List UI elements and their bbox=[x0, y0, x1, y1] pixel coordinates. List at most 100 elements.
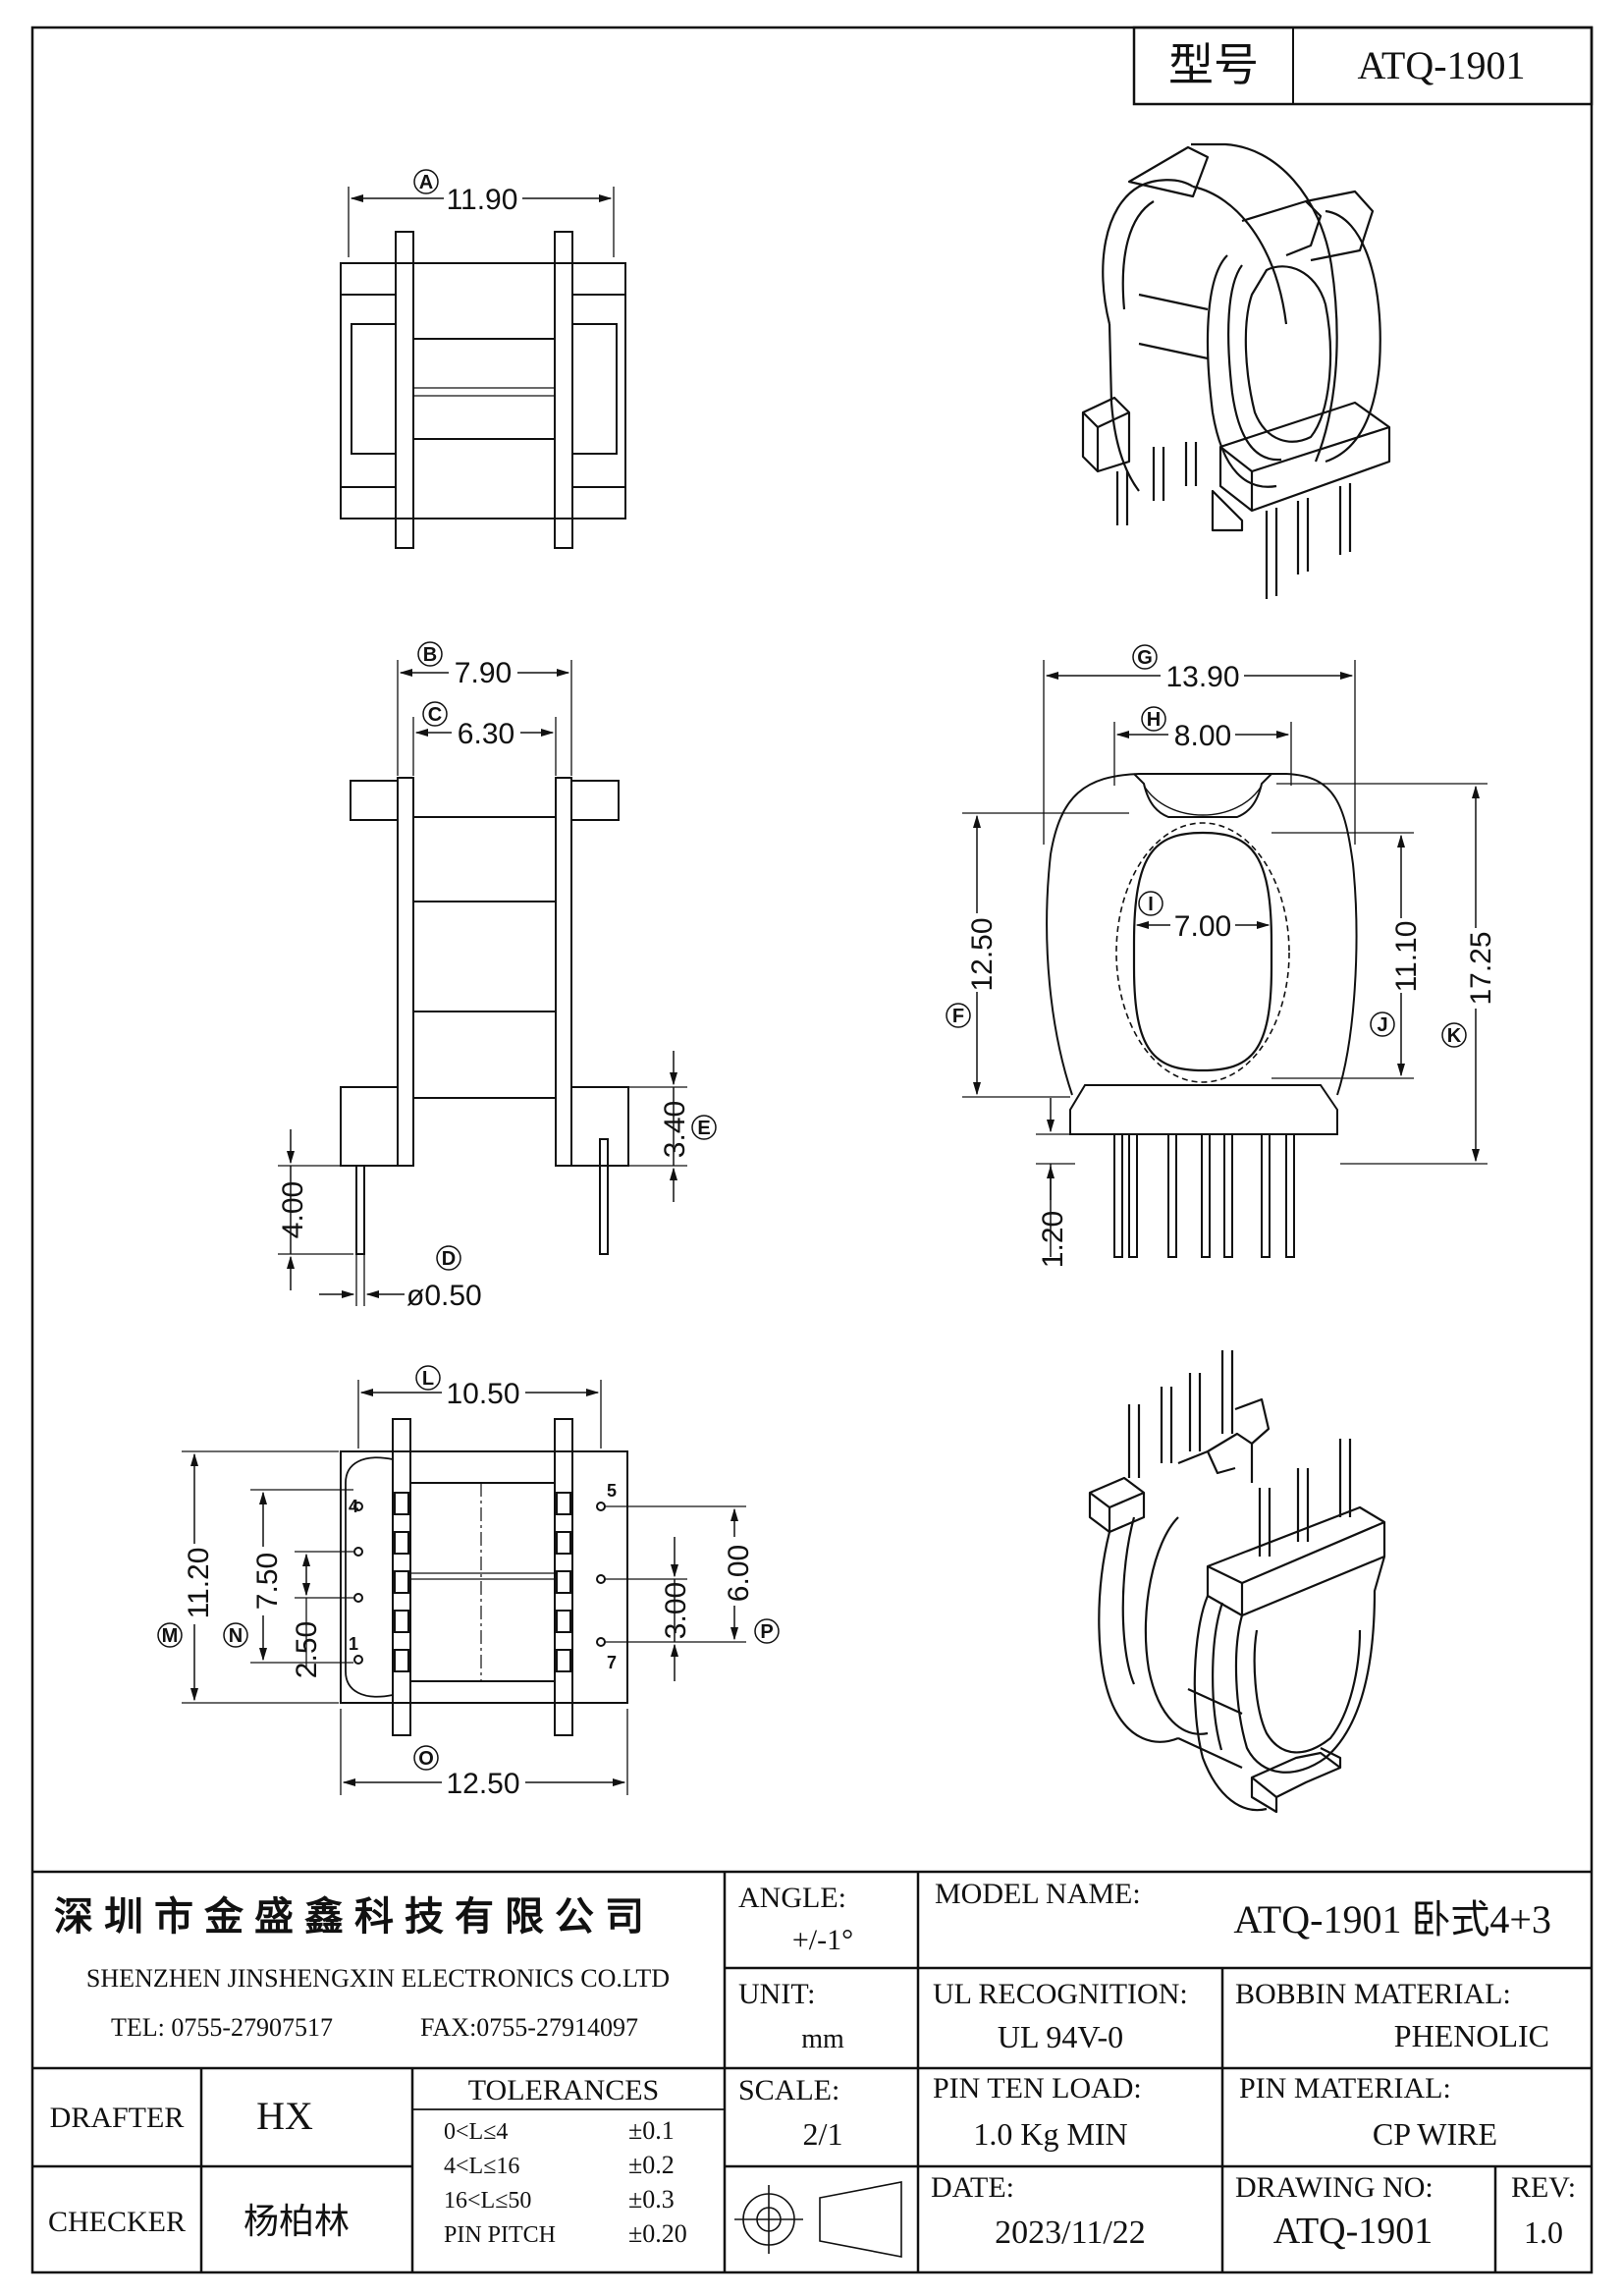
company-name-en: SHENZHEN JINSHENGXIN ELECTRONICS CO.LTD bbox=[86, 1964, 670, 1993]
bottom-view bbox=[340, 1418, 628, 1736]
pin-number-5: 5 bbox=[607, 1481, 617, 1501]
tolerance-value-3: ±0.20 bbox=[628, 2219, 687, 2248]
dim-letter-N: N bbox=[229, 1625, 243, 1647]
dim-value-E: 3.40 bbox=[659, 1101, 691, 1158]
front-view bbox=[340, 777, 629, 1255]
dim-value-L: 10.50 bbox=[446, 1378, 519, 1410]
dim-letter-H: H bbox=[1147, 709, 1161, 731]
tolerance-value-2: ±0.3 bbox=[628, 2185, 675, 2214]
company-tel: TEL: 0755-27907517 bbox=[111, 2013, 333, 2042]
dim-letter-O: O bbox=[418, 1748, 434, 1770]
header-model-value: ATQ-1901 bbox=[1357, 43, 1525, 87]
dim-value-G: 13.90 bbox=[1165, 661, 1239, 693]
dimension-G: G 13.90 bbox=[1043, 644, 1356, 845]
dim-value-C: 6.30 bbox=[458, 718, 514, 750]
dimension-J: 11.10 J bbox=[1271, 832, 1423, 1079]
dim-letter-A: A bbox=[419, 172, 433, 193]
dim-letter-I: I bbox=[1148, 894, 1154, 915]
dim-letter-D: D bbox=[442, 1248, 456, 1270]
model-name-value: ATQ-1901 卧式4+3 bbox=[1233, 1897, 1551, 1941]
title-block bbox=[32, 1870, 1592, 2272]
dimension-D: D ø0.50 bbox=[319, 1245, 482, 1312]
dim-value-standoff: 1.20 bbox=[1037, 1211, 1069, 1268]
date-label: DATE: bbox=[931, 2171, 1014, 2204]
model-name-label: MODEL NAME: bbox=[935, 1878, 1141, 1910]
drafter-value: HX bbox=[256, 2094, 313, 2138]
bobbin-material-label: BOBBIN MATERIAL: bbox=[1235, 1978, 1511, 2010]
dimension-pin-length: 4.00 bbox=[277, 1129, 353, 1290]
dim-value-B: 7.90 bbox=[455, 657, 512, 689]
dim-letter-M: M bbox=[162, 1625, 179, 1647]
bobbin-material-value: PHENOLIC bbox=[1394, 2018, 1549, 2053]
dimension-E: 3.40 E bbox=[608, 1051, 717, 1202]
dim-value-D: ø0.50 bbox=[406, 1280, 482, 1312]
isometric-view-bottom bbox=[1088, 1350, 1386, 1814]
dim-value-O: 12.50 bbox=[446, 1768, 519, 1800]
dimension-F: 12.50 F bbox=[946, 812, 1129, 1098]
drafter-label: DRAFTER bbox=[50, 2102, 185, 2134]
pin-number-4: 4 bbox=[349, 1497, 358, 1516]
tolerance-range-0: 0<L≤4 bbox=[444, 2119, 508, 2145]
dimension-O: O 12.50 bbox=[340, 1709, 628, 1800]
dim-letter-F: F bbox=[952, 1006, 964, 1027]
dimension-A: A 11.90 bbox=[348, 169, 615, 257]
dimension-N: 7.50 N bbox=[223, 1489, 353, 1664]
header-model-box: 型号 ATQ-1901 bbox=[1132, 26, 1594, 106]
rev-value: 1.0 bbox=[1524, 2214, 1563, 2250]
dim-value-A: 11.90 bbox=[447, 184, 518, 216]
tolerance-range-3: PIN PITCH bbox=[444, 2222, 556, 2248]
dimension-B: B 7.90 bbox=[397, 641, 572, 776]
side-view bbox=[1046, 773, 1358, 1258]
angle-label: ANGLE: bbox=[738, 1882, 846, 1914]
angle-value: +/-1° bbox=[792, 1924, 853, 1956]
dim-value-H: 8.00 bbox=[1174, 720, 1231, 752]
dim-value-J: 11.10 bbox=[1390, 921, 1423, 993]
dimension-P: 6.00 P bbox=[605, 1505, 780, 1644]
rev-label: REV: bbox=[1511, 2171, 1576, 2204]
tolerance-range-1: 4<L≤16 bbox=[444, 2154, 519, 2179]
dim-value-F: 12.50 bbox=[966, 917, 999, 991]
dimension-C: C 6.30 bbox=[412, 701, 557, 776]
dimension-M: 11.20 M bbox=[157, 1450, 339, 1704]
header-model-label: 型号 bbox=[1168, 38, 1259, 91]
checker-label: CHECKER bbox=[48, 2206, 186, 2238]
scale-label: SCALE: bbox=[738, 2074, 839, 2106]
dim-value-N: 7.50 bbox=[251, 1553, 284, 1610]
dim-value-I: 7.00 bbox=[1174, 910, 1231, 943]
dim-value-P: 6.00 bbox=[723, 1545, 755, 1602]
dimension-L: L 10.50 bbox=[357, 1365, 602, 1449]
tolerances-label: TOLERANCES bbox=[468, 2074, 659, 2106]
dim-letter-K: K bbox=[1447, 1025, 1462, 1047]
pin-material-value: CP WIRE bbox=[1373, 2116, 1497, 2152]
dimension-pitch-left: 2.50 bbox=[291, 1551, 353, 1678]
ul-label: UL RECOGNITION: bbox=[933, 1978, 1188, 2010]
dimension-H: H 8.00 bbox=[1113, 706, 1292, 786]
date-value: 2023/11/22 bbox=[995, 2214, 1146, 2251]
dim-letter-B: B bbox=[423, 644, 437, 666]
unit-label: UNIT: bbox=[738, 1978, 816, 2010]
pin-number-1: 1 bbox=[349, 1634, 358, 1654]
dim-letter-E: E bbox=[697, 1118, 710, 1139]
dim-letter-P: P bbox=[760, 1621, 773, 1643]
tolerance-range-2: 16<L≤50 bbox=[444, 2188, 531, 2214]
dim-letter-C: C bbox=[428, 704, 442, 726]
dim-letter-L: L bbox=[422, 1368, 434, 1390]
dim-value-pin-length: 4.00 bbox=[277, 1181, 309, 1238]
dimension-K: 17.25 K bbox=[1276, 783, 1497, 1165]
drawing-no-value: ATQ-1901 bbox=[1273, 2211, 1434, 2252]
pin-load-value: 1.0 Kg MIN bbox=[973, 2116, 1127, 2152]
dim-value-pitch-left: 2.50 bbox=[291, 1621, 323, 1678]
tolerance-value-1: ±0.2 bbox=[628, 2151, 675, 2179]
dim-value-K: 17.25 bbox=[1465, 931, 1497, 1005]
dimension-standoff: 1.20 bbox=[1036, 1098, 1075, 1268]
isometric-view-top bbox=[1081, 142, 1391, 599]
drawing-no-label: DRAWING NO: bbox=[1235, 2171, 1434, 2204]
pin-number-7: 7 bbox=[607, 1653, 617, 1672]
company-fax: FAX:0755-27914097 bbox=[420, 2013, 638, 2042]
ul-value: UL 94V-0 bbox=[998, 2019, 1123, 2054]
dim-value-M: 11.20 bbox=[183, 1548, 215, 1619]
pin-material-label: PIN MATERIAL: bbox=[1239, 2072, 1451, 2105]
scale-value: 2/1 bbox=[803, 2116, 843, 2152]
drawing-frame bbox=[30, 26, 1594, 2274]
